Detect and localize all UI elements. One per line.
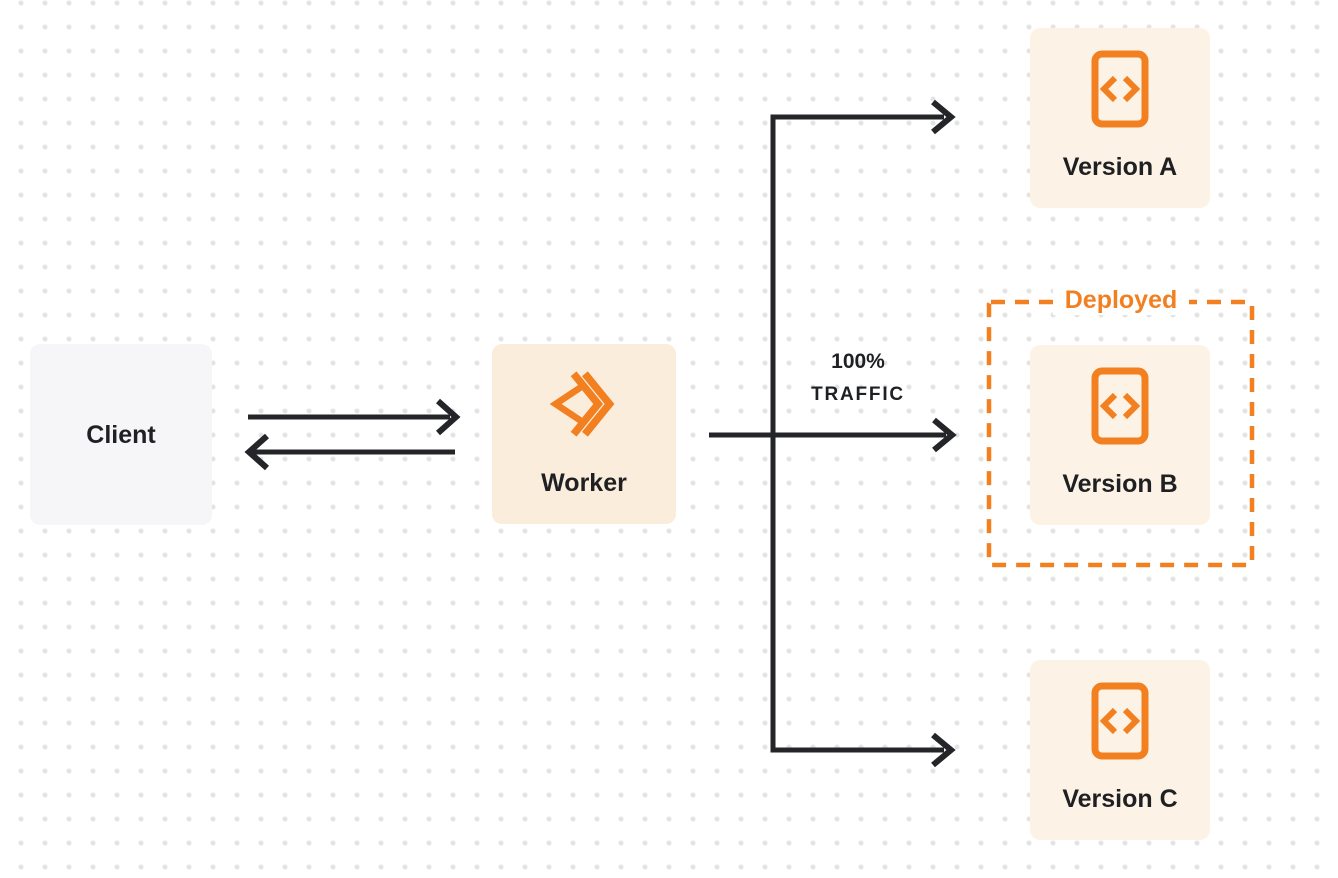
traffic-percent: 100% [831,350,885,373]
branch-line [770,114,944,753]
version-a-node: Version A [1030,28,1210,208]
deployed-label: Deployed [1052,285,1190,315]
client-label: Client [86,420,156,449]
cloudflare-workers-icon [549,370,618,438]
worker-to-client-arrow [244,433,455,471]
version-b-label: Version B [1062,470,1178,498]
version-b-node: Version B [1030,345,1210,525]
traffic-label: 100% TRAFFIC [778,350,938,406]
version-c-label: Version C [1062,785,1178,813]
traffic-word: TRAFFIC [811,384,905,405]
worker-label: Worker [541,469,627,497]
version-c-node: Version C [1030,660,1210,840]
code-icon [1091,682,1149,760]
client-node: Client [30,344,212,525]
branch-arrow-version-c [931,732,956,768]
worker-traffic-arrow [709,417,957,453]
version-a-label: Version A [1062,153,1178,181]
code-icon [1091,367,1149,445]
client-to-worker-arrow [248,398,461,436]
deployed-label-wrap: Deployed [987,285,1255,315]
worker-node: Worker [492,344,676,524]
branch-arrow-version-a [931,99,956,135]
code-icon [1091,50,1149,128]
